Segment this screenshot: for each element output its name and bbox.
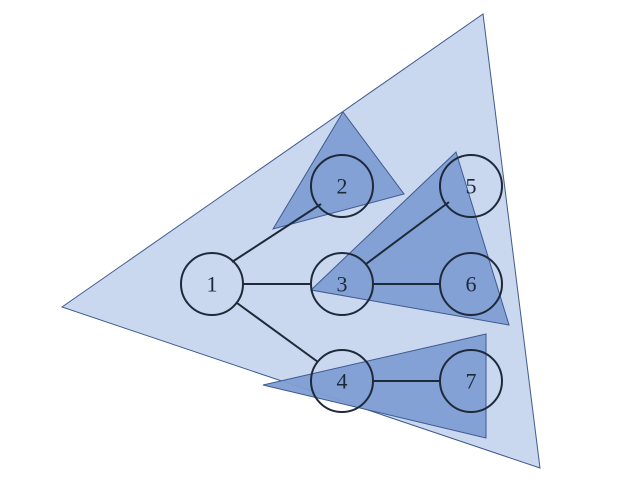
node-label: 3 bbox=[337, 272, 348, 297]
node-circle bbox=[439, 349, 503, 413]
node-label: 7 bbox=[466, 369, 477, 394]
node-6: 6 bbox=[439, 252, 503, 316]
node-2: 2 bbox=[310, 154, 374, 218]
node-label: 1 bbox=[207, 272, 218, 297]
edge-1-2 bbox=[231, 203, 322, 263]
node-7: 7 bbox=[439, 349, 503, 413]
node-label: 5 bbox=[466, 174, 477, 199]
node-1: 1 bbox=[180, 252, 244, 316]
node-3: 3 bbox=[310, 252, 374, 316]
node-circle bbox=[310, 154, 374, 218]
subtree-triangle-node-2 bbox=[271, 111, 405, 230]
subtree-triangle-node-3 bbox=[309, 151, 510, 326]
node-circle bbox=[310, 349, 374, 413]
node-5: 5 bbox=[439, 154, 503, 218]
node-circle bbox=[439, 252, 503, 316]
edge-3-5 bbox=[365, 201, 450, 265]
node-label: 4 bbox=[337, 369, 348, 394]
node-4: 4 bbox=[310, 349, 374, 413]
edge-1-4 bbox=[236, 302, 319, 363]
node-label: 2 bbox=[337, 174, 348, 199]
node-circle bbox=[310, 252, 374, 316]
node-label: 6 bbox=[466, 272, 477, 297]
subtree-triangle-node-4 bbox=[262, 333, 487, 439]
node-circle bbox=[439, 154, 503, 218]
node-circle bbox=[180, 252, 244, 316]
